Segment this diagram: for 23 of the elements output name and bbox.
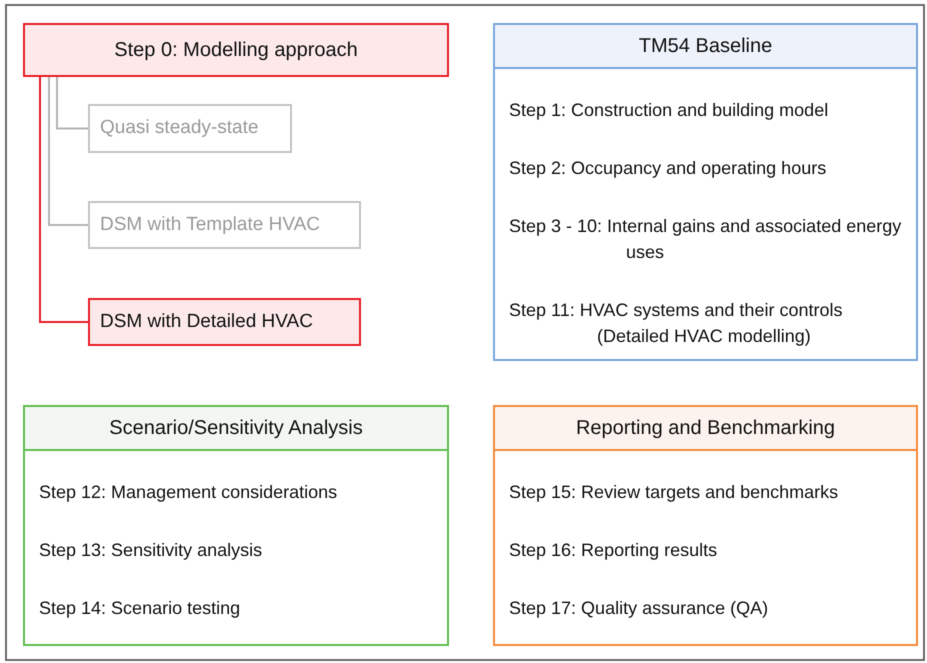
- panel-heading: Scenario/Sensitivity Analysis: [25, 407, 447, 451]
- step-panel: [23, 405, 449, 646]
- step-text: Step 2: Occupancy and operating hours: [509, 157, 828, 180]
- step-panel: [493, 23, 918, 361]
- connector-line: [56, 77, 88, 130]
- step-text: Step 1: Construction and building model: [509, 99, 830, 122]
- option-box: DSM with Template HVAC: [88, 201, 361, 249]
- step-text: Step 11: HVAC systems and their controls (Detailed HVAC modelling): [509, 299, 844, 348]
- connector-line: [39, 77, 88, 323]
- step-text: Step 15: Review targets and benchmarks: [509, 481, 840, 504]
- step-text: Step 14: Scenario testing: [39, 597, 242, 620]
- panel-heading: TM54 Baseline: [495, 25, 916, 69]
- step-text: Step 16: Reporting results: [509, 539, 718, 562]
- step-text: Step 3 - 10: Internal gains and associated energy uses: [509, 215, 902, 264]
- step-text: Step 13: Sensitivity analysis: [39, 539, 264, 562]
- option-box: DSM with Detailed HVAC: [88, 298, 361, 346]
- panel-heading: Reporting and Benchmarking: [495, 407, 916, 451]
- step-panel: [493, 405, 918, 646]
- connector-line: [48, 77, 88, 226]
- option-box: Quasi steady-state: [88, 104, 292, 153]
- heading-box: Step 0: Modelling approach: [23, 23, 449, 77]
- step-text: Step 12: Management considerations: [39, 481, 338, 504]
- step-text: Step 17: Quality assurance (QA): [509, 597, 770, 620]
